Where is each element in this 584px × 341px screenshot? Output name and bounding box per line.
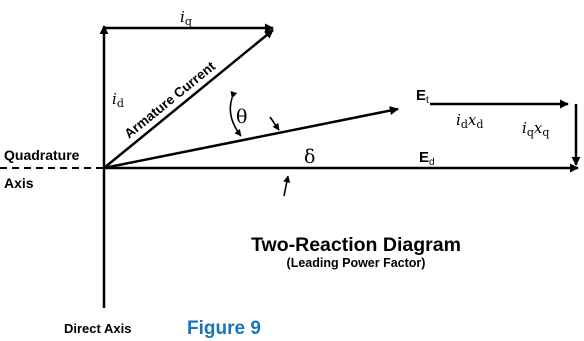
quadrature-axis-label-line1: Quadrature: [4, 147, 80, 163]
direct-axis-label: Direct Axis: [64, 321, 131, 336]
armature-current-vector: [103, 29, 274, 169]
diagram-title: Two-Reaction Diagram: [251, 234, 461, 256]
et-vector: [103, 106, 399, 170]
delta-indicator-bottom: [283, 175, 291, 197]
et-label: Et: [416, 87, 429, 106]
iqxq-label: iqxq: [522, 119, 549, 139]
theta-label: θ: [236, 106, 247, 128]
ed-label: Ed: [419, 149, 435, 168]
theta-arc: [229, 90, 242, 137]
iq-label: iq: [180, 8, 192, 28]
id-label: id: [112, 90, 124, 110]
armature-current-label: Armature Current: [121, 58, 218, 141]
delta-indicator-top: [269, 116, 280, 131]
figure-label: Figure 9: [187, 318, 261, 339]
delta-label: δ: [304, 146, 315, 168]
idxd-label: idxd: [456, 111, 483, 131]
diagram-subtitle: (Leading Power Factor): [287, 256, 426, 270]
quadrature-axis-label-line2: Axis: [4, 175, 34, 191]
